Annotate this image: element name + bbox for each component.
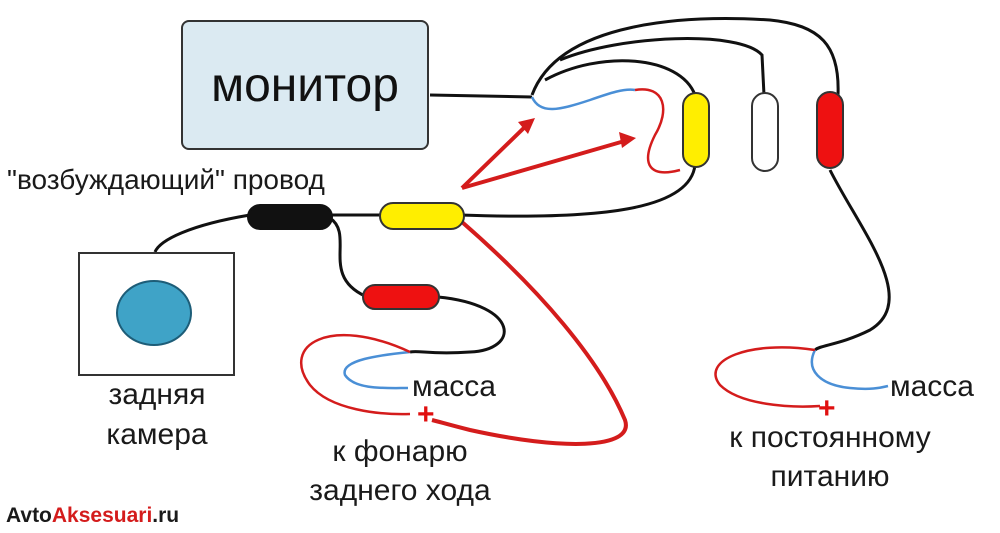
arrow-to-monitor-top — [460, 120, 532, 190]
reverse-red-lead — [299, 333, 411, 416]
camera-lens-icon — [116, 280, 192, 346]
black-connector — [247, 204, 333, 230]
monitor-blue-lead — [530, 88, 636, 111]
camera-label-line2: камера — [106, 418, 208, 451]
reverse-light-line2: заднего хода — [309, 474, 491, 507]
white-connector-monitor — [751, 92, 779, 172]
constant-power-line2: питанию — [770, 460, 890, 493]
ground-label-left: масса — [412, 370, 496, 403]
camera-power-cable — [329, 216, 366, 298]
red-connector-monitor — [816, 91, 844, 169]
yellow-connector-monitor — [682, 92, 710, 168]
yellow-to-main — [459, 164, 697, 218]
power-blue-lead — [810, 349, 889, 391]
yellow-connector-main — [379, 202, 465, 230]
camera-power-tail — [409, 295, 506, 355]
rear-camera-box — [78, 252, 235, 376]
monitor-yellow-lead — [544, 59, 697, 96]
monitor-box: монитор — [181, 20, 429, 150]
constant-power-line1: к постоянному — [729, 421, 931, 454]
reverse-blue-lead — [343, 350, 411, 390]
monitor-label: монитор — [211, 58, 399, 112]
monitor-cable-loop — [530, 17, 840, 96]
arrow-to-monitor-mid — [461, 138, 629, 190]
camera-label-line1: задняя — [108, 378, 206, 411]
power-wire — [813, 169, 891, 352]
monitor-red-lead — [634, 88, 681, 174]
monitor-white-lead — [559, 37, 766, 96]
watermark-logo: AvtoAksesuari.ru — [6, 505, 179, 526]
trigger-wire-label: "возбуждающий" провод — [7, 164, 325, 195]
trigger-wire — [431, 220, 628, 446]
watermark-part2: Aksesuari — [51, 504, 153, 527]
plus-sign-right: + — [818, 392, 836, 425]
arrowhead-mid — [619, 132, 636, 148]
red-connector-camera — [362, 284, 440, 310]
reverse-light-line1: к фонарю — [332, 435, 468, 468]
main-cable — [153, 213, 251, 253]
power-red-lead — [714, 346, 821, 408]
watermark-part3: .ru — [152, 504, 180, 527]
watermark-part1: Avto — [6, 504, 52, 527]
monitor-cable — [429, 93, 533, 99]
ground-label-right: масса — [890, 370, 974, 403]
plus-sign-left: + — [417, 398, 435, 431]
arrowhead-top — [518, 118, 535, 134]
